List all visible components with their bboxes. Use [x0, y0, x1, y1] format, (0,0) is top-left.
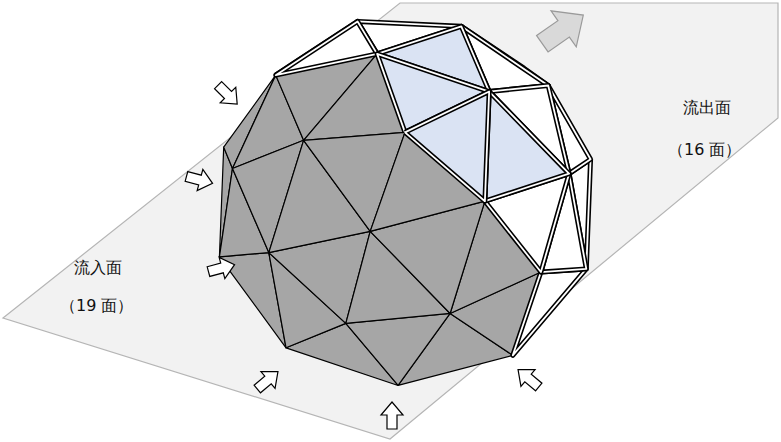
inflow-arrow: [381, 402, 403, 429]
surface-label: 流出面: [683, 98, 731, 117]
dome-strut: [276, 21, 377, 75]
face-count: （19 面）: [60, 296, 133, 315]
dome-strut: [485, 92, 569, 202]
inflow-arrow: [206, 254, 238, 282]
inflow-arrow: [210, 77, 245, 112]
inflow-arrow: [250, 363, 285, 397]
geodesic-dome: [219, 21, 590, 385]
dome-face: [485, 92, 569, 202]
dome-face: [346, 313, 450, 385]
dome-strut: [405, 92, 489, 202]
outflow-arrow: [530, 0, 596, 62]
dome-face: [405, 92, 489, 202]
dome-face: [513, 269, 587, 355]
dome-face: [276, 21, 377, 75]
inflow-arrow: [511, 361, 546, 395]
ground-plane: [3, 3, 778, 439]
inflow-arrow: [184, 166, 216, 194]
flow-arrows: [184, 0, 596, 429]
dome-strut: [513, 269, 587, 355]
surface-label: 流入面: [74, 258, 122, 277]
face-count: （16 面）: [668, 140, 741, 159]
